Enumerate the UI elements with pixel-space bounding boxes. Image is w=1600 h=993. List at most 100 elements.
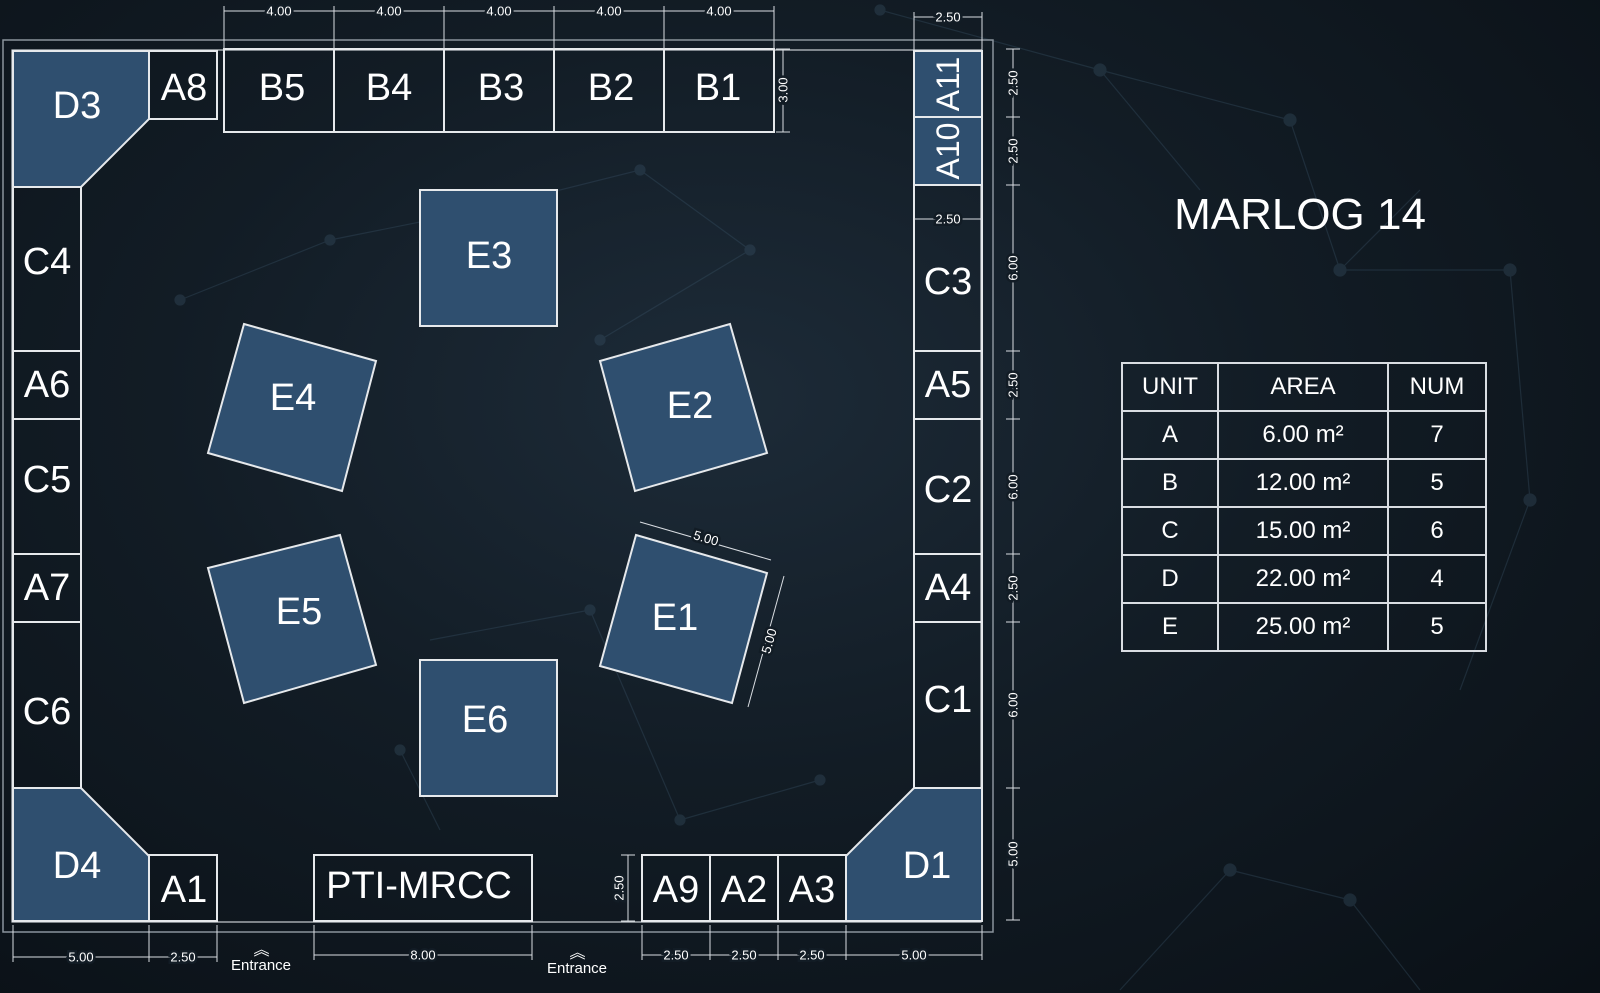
table-row: B 12.00 m² 5 (1121, 458, 1487, 508)
booth-c6[interactable] (12, 621, 82, 789)
label-c3: C3 (924, 261, 973, 303)
cell-area: 12.00 m² (1217, 458, 1389, 508)
cell-unit: B (1121, 458, 1219, 508)
dim-c3: 6.00 (1006, 255, 1021, 280)
label-a2: A2 (721, 869, 767, 911)
hall-outline (2, 39, 994, 933)
dim-c3-width: 2.50 (935, 212, 960, 227)
booth-e3[interactable] (419, 189, 558, 327)
booth-e5[interactable] (206, 533, 378, 705)
booth-pti-mrcc[interactable] (313, 854, 533, 922)
label-e1: E1 (652, 597, 698, 639)
header-area: AREA (1217, 362, 1389, 412)
dim-b5: 4.00 (266, 4, 291, 19)
dim-e1-side: 5.00 (758, 627, 779, 655)
dim-a9: 2.50 (663, 948, 688, 963)
label-a1: A1 (161, 869, 207, 911)
entrance-label: Entrance (546, 960, 608, 977)
header-num: NUM (1387, 362, 1487, 412)
unit-area-table: UNIT AREA NUM A 6.00 m² 7 B 12.00 m² 5 C… (1121, 362, 1487, 652)
label-b4: B4 (366, 67, 412, 109)
booth-a3[interactable] (777, 854, 847, 922)
label-d1: D1 (903, 845, 952, 887)
label-a9: A9 (653, 869, 699, 911)
header-unit: UNIT (1121, 362, 1219, 412)
label-a4: A4 (925, 567, 971, 609)
dim-a5: 2.50 (1006, 372, 1021, 397)
booth-a8[interactable] (148, 50, 218, 120)
dim-d4: 5.00 (68, 950, 93, 965)
label-a6: A6 (24, 364, 70, 406)
page-title: MARLOG 14 (1174, 190, 1426, 239)
cell-unit: D (1121, 554, 1219, 604)
booth-b1[interactable] (663, 48, 775, 133)
table-header-row: UNIT AREA NUM (1121, 362, 1487, 412)
booth-e4[interactable] (206, 322, 378, 493)
booth-e6[interactable] (419, 659, 558, 797)
chevron-up-icon: ︽ (569, 945, 585, 962)
label-e2: E2 (667, 385, 713, 427)
entrance-right[interactable]: ︽ Entrance (532, 945, 622, 978)
dim-a10: 2.50 (1006, 138, 1021, 163)
label-a8: A8 (161, 67, 207, 109)
dim-b-depth: 3.00 (776, 77, 791, 102)
cell-unit: A (1121, 410, 1219, 460)
label-e5: E5 (276, 591, 322, 633)
dim-d1-bottom: 5.00 (901, 948, 926, 963)
label-e4: E4 (270, 377, 316, 419)
booth-e1[interactable] (598, 533, 769, 705)
label-b2: B2 (588, 67, 634, 109)
dim-e1-top: 5.00 (692, 527, 720, 548)
dim-a11: 2.50 (1006, 70, 1021, 95)
dim-c1: 6.00 (1006, 692, 1021, 717)
label-a10: A10 (930, 123, 966, 180)
booth-a1[interactable] (148, 854, 218, 922)
dim-a3: 2.50 (799, 948, 824, 963)
booth-labels: D3 D4 D1 A8 B5 B4 B3 B2 B1 A11 A10 C3 A5… (23, 57, 973, 911)
label-b1: B1 (695, 67, 741, 109)
booth-d3[interactable] (12, 50, 150, 188)
label-c5: C5 (23, 459, 72, 501)
dim-b2: 4.00 (596, 4, 621, 19)
label-a11: A11 (930, 57, 966, 112)
label-pti-mrcc: PTI-MRCC (326, 865, 512, 907)
dim-a11-top: 2.50 (935, 10, 960, 25)
entrance-label: Entrance (230, 957, 292, 974)
label-d3: D3 (53, 85, 102, 127)
label-d4: D4 (53, 845, 102, 887)
label-a7: A7 (24, 567, 70, 609)
dim-b4: 4.00 (376, 4, 401, 19)
chevron-up-icon: ︽ (253, 942, 269, 959)
label-c6: C6 (23, 691, 72, 733)
dim-a9-height: 2.50 (612, 875, 627, 900)
network-background (174, 4, 1537, 991)
label-e3: E3 (466, 235, 512, 277)
cell-area: 15.00 m² (1217, 506, 1389, 556)
table-row: E 25.00 m² 5 (1121, 602, 1487, 652)
booth-e2[interactable] (598, 322, 769, 493)
dimension-labels: 4.00 4.00 4.00 4.00 4.00 2.50 3.00 2.50 … (66, 1, 1023, 967)
dim-c2: 6.00 (1006, 474, 1021, 499)
label-b5: B5 (259, 67, 305, 109)
dim-a1: 2.50 (170, 950, 195, 965)
dim-b1: 4.00 (706, 4, 731, 19)
label-c4: C4 (23, 241, 72, 283)
dim-b3: 4.00 (486, 4, 511, 19)
dim-a2: 2.50 (731, 948, 756, 963)
label-c1: C1 (924, 679, 973, 721)
cell-unit: C (1121, 506, 1219, 556)
cell-num: 5 (1387, 458, 1487, 508)
cell-num: 6 (1387, 506, 1487, 556)
entrance-left[interactable]: ︽ Entrance (216, 942, 306, 975)
cell-num: 5 (1387, 602, 1487, 652)
label-a3: A3 (789, 869, 835, 911)
booth-c1[interactable] (913, 621, 983, 789)
table-row: A 6.00 m² 7 (1121, 410, 1487, 460)
dim-pti: 8.00 (410, 948, 435, 963)
label-a5: A5 (925, 364, 971, 406)
cell-num: 4 (1387, 554, 1487, 604)
table-row: C 15.00 m² 6 (1121, 506, 1487, 556)
dimension-lines (12, 6, 1020, 962)
label-b3: B3 (478, 67, 524, 109)
cell-num: 7 (1387, 410, 1487, 460)
